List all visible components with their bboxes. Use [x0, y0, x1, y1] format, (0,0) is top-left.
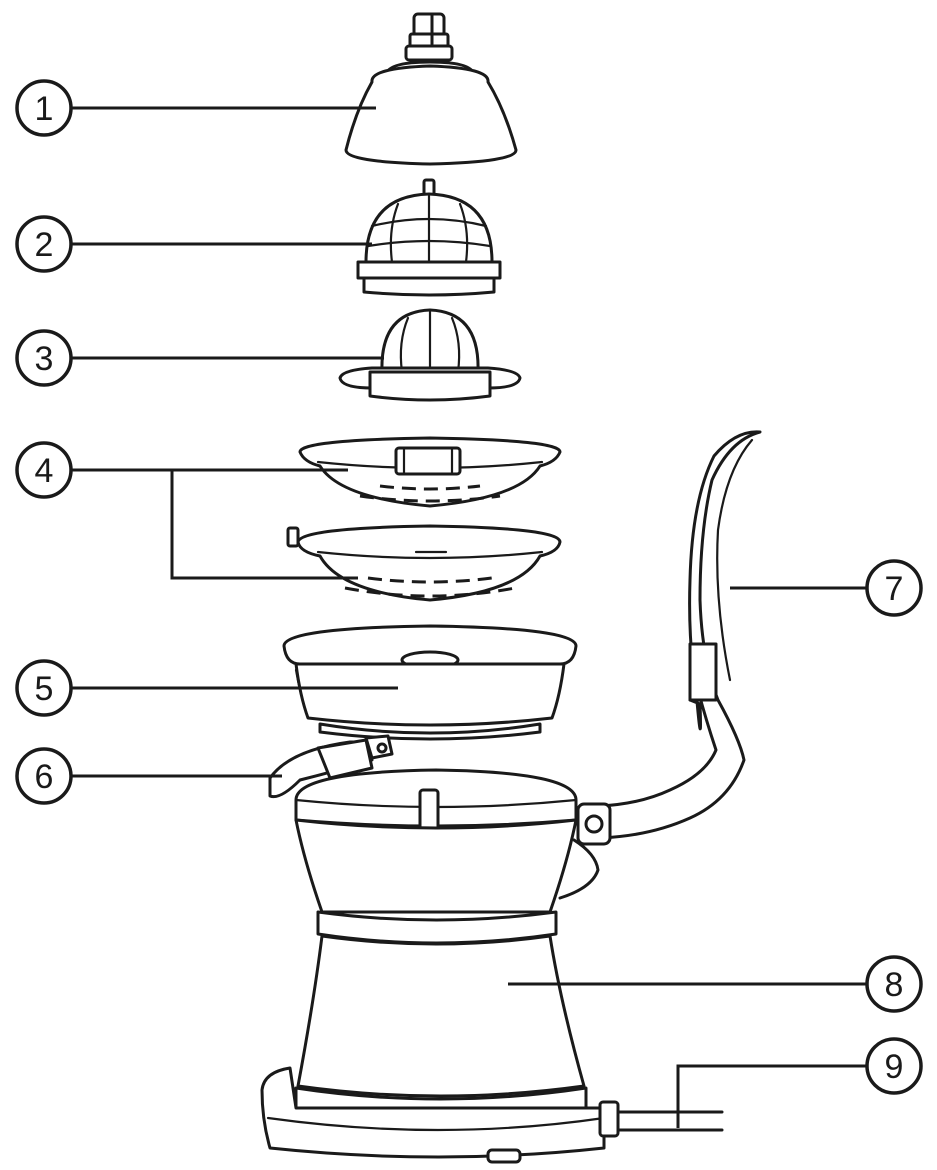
- callout-label: 4: [35, 452, 54, 490]
- callout-2: 2: [15, 215, 73, 273]
- callout-label: 1: [35, 90, 54, 128]
- callout-label: 5: [35, 670, 54, 708]
- strainer-lower: [286, 524, 562, 602]
- callout-4: 4: [15, 441, 73, 499]
- small-reamer-cone: [338, 308, 522, 402]
- strainer-upper: [298, 436, 562, 508]
- callout-7: 7: [865, 559, 923, 617]
- spout: [268, 734, 394, 799]
- press-lever: [576, 430, 762, 846]
- large-reamer-cone: [356, 178, 502, 297]
- callout-8: 8: [865, 955, 923, 1013]
- motor-base: [260, 768, 606, 1164]
- dust-cover: [344, 12, 518, 166]
- callout-label: 8: [885, 966, 904, 1004]
- juice-collector: [282, 624, 578, 741]
- callout-9: 9: [865, 1037, 923, 1095]
- callout-label: 9: [885, 1048, 904, 1086]
- leader-lines: [72, 106, 868, 1128]
- callout-label: 3: [35, 340, 54, 378]
- callout-5: 5: [15, 659, 73, 717]
- callout-1: 1: [15, 79, 73, 137]
- callout-6: 6: [15, 747, 73, 805]
- callout-label: 2: [35, 226, 54, 264]
- callout-label: 7: [885, 570, 904, 608]
- callout-label: 6: [35, 758, 54, 796]
- power-cord: [598, 1100, 724, 1138]
- callout-3: 3: [15, 329, 73, 387]
